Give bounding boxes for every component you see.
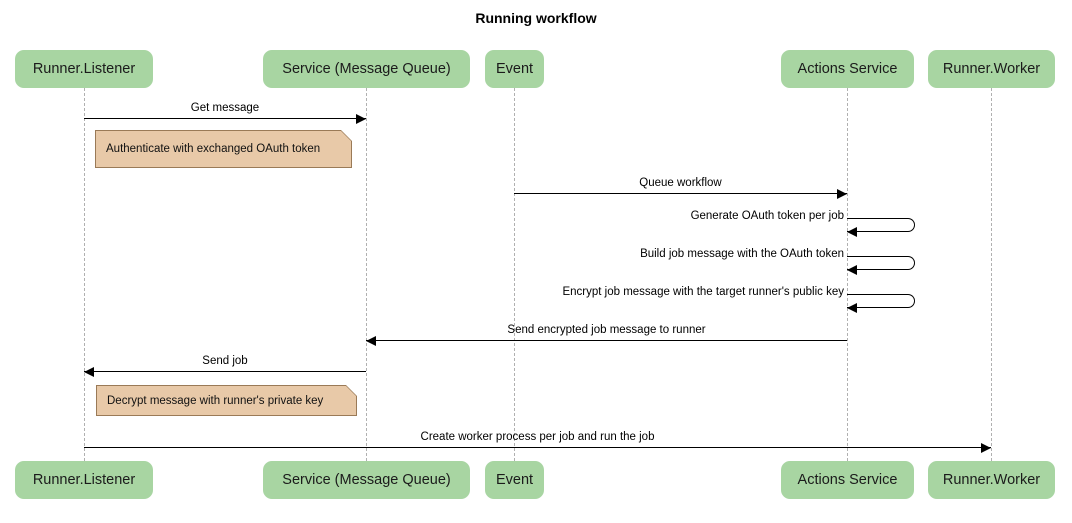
message-line-create-worker-process — [84, 447, 991, 448]
participant-service-message-queue-top[interactable]: Service (Message Queue) — [263, 50, 470, 88]
message-label-create-worker-process: Create worker process per job and run th… — [420, 431, 655, 443]
participant-actions-service-bottom[interactable]: Actions Service — [781, 461, 914, 499]
participant-label: Actions Service — [797, 61, 898, 77]
message-label-get-message: Get message — [190, 102, 260, 114]
self-message-label-encrypt-job-message: Encrypt job message with the target runn… — [562, 286, 844, 298]
arrowhead-get-message — [356, 113, 366, 124]
message-line-queue-workflow — [514, 193, 847, 194]
lifeline-runner-worker — [991, 88, 992, 461]
arrowhead-generate-oauth-token — [847, 227, 857, 237]
arrowhead-encrypt-job-message — [847, 303, 857, 313]
participant-label: Actions Service — [797, 472, 898, 488]
participant-service-message-queue-bottom[interactable]: Service (Message Queue) — [263, 461, 470, 499]
lifeline-event — [514, 88, 515, 461]
self-message-label-generate-oauth-token: Generate OAuth token per job — [690, 210, 844, 222]
participant-event-bottom[interactable]: Event — [485, 461, 544, 499]
arrowhead-build-job-message — [847, 265, 857, 275]
arrowhead-queue-workflow — [837, 188, 847, 199]
note-fold-icon — [341, 130, 352, 141]
page-title: Running workflow — [475, 10, 597, 26]
note-fold-icon — [346, 385, 357, 396]
arrowhead-send-job — [84, 366, 94, 377]
participant-actions-service-top[interactable]: Actions Service — [781, 50, 914, 88]
participant-label: Runner.Worker — [942, 472, 1041, 488]
message-label-queue-workflow: Queue workflow — [639, 177, 722, 189]
note-text: Decrypt message with runner's private ke… — [107, 394, 324, 407]
participant-label: Runner.Listener — [32, 61, 136, 77]
message-line-send-job — [84, 371, 366, 372]
message-label-send-job: Send job — [202, 355, 248, 367]
lifeline-runner-listener — [84, 88, 85, 461]
participant-label: Event — [495, 61, 534, 77]
message-label-send-encrypted-job-message: Send encrypted job message to runner — [507, 324, 706, 336]
self-message-label-build-job-message: Build job message with the OAuth token — [640, 248, 844, 260]
message-line-get-message — [84, 118, 366, 119]
note-decrypt-note: Decrypt message with runner's private ke… — [96, 385, 357, 416]
lifeline-service-message-queue — [366, 88, 367, 461]
participant-label: Runner.Listener — [32, 472, 136, 488]
participant-runner-listener-top[interactable]: Runner.Listener — [15, 50, 153, 88]
participant-label: Runner.Worker — [942, 61, 1041, 77]
participant-event-top[interactable]: Event — [485, 50, 544, 88]
participant-runner-worker-bottom[interactable]: Runner.Worker — [928, 461, 1055, 499]
participant-label: Service (Message Queue) — [282, 472, 451, 488]
note-authenticate-note: Authenticate with exchanged OAuth token — [95, 130, 352, 168]
self-message-loop-build-job-message — [847, 256, 915, 270]
note-text: Authenticate with exchanged OAuth token — [106, 143, 321, 155]
participant-label: Service (Message Queue) — [282, 61, 451, 77]
message-line-send-encrypted-job-message — [366, 340, 847, 341]
arrowhead-create-worker-process — [981, 442, 991, 453]
self-message-loop-generate-oauth-token — [847, 218, 915, 232]
participant-label: Event — [495, 472, 534, 488]
self-message-loop-encrypt-job-message — [847, 294, 915, 308]
arrowhead-send-encrypted-job-message — [366, 335, 376, 346]
participant-runner-worker-top[interactable]: Runner.Worker — [928, 50, 1055, 88]
participant-runner-listener-bottom[interactable]: Runner.Listener — [15, 461, 153, 499]
